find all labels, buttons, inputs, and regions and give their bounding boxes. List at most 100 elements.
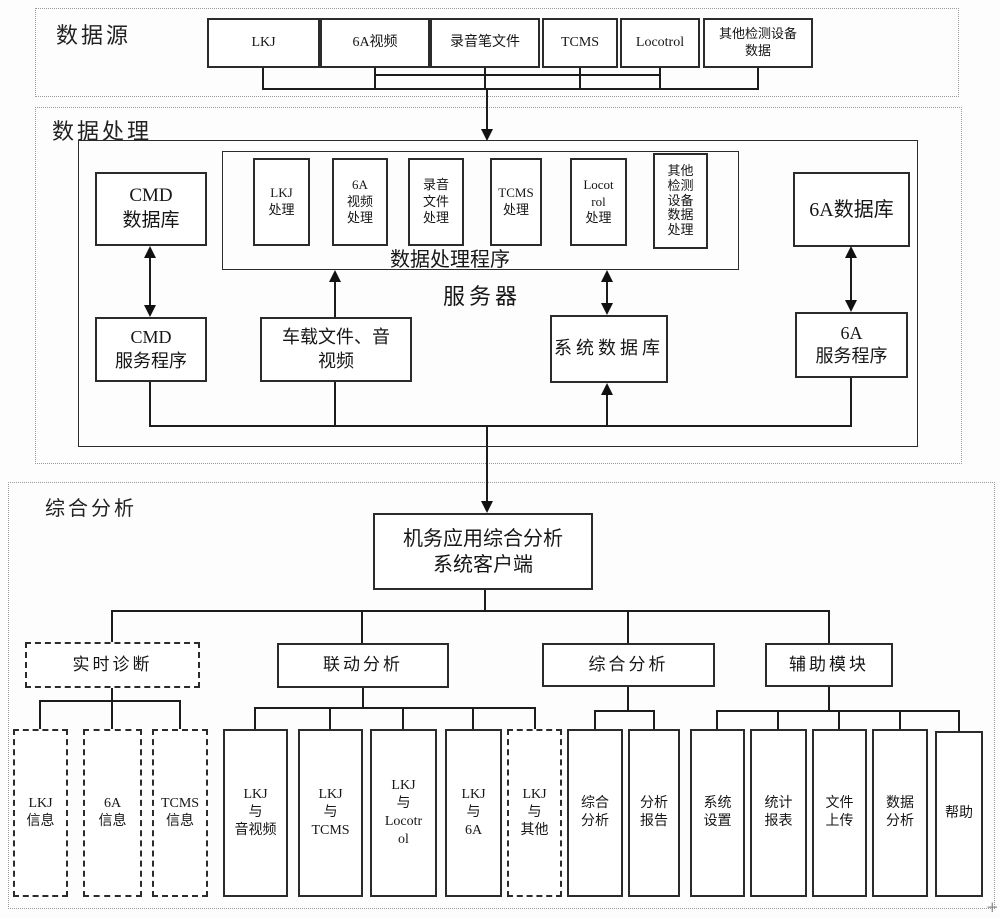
- connector: [594, 710, 596, 730]
- node-cmd-service: CMD 服务程序: [95, 317, 207, 382]
- connector: [149, 256, 151, 308]
- server-label: 服务器: [443, 284, 522, 309]
- connector: [484, 68, 486, 90]
- node-lkj-and-av: LKJ 与 音视频: [223, 729, 288, 897]
- connector: [39, 700, 41, 730]
- connector: [111, 700, 113, 730]
- connector: [179, 700, 181, 730]
- node-realtime-diagnosis: 实时诊断: [25, 642, 200, 688]
- connector: [111, 610, 113, 643]
- node-tcms-info: TCMS 信息: [152, 729, 208, 897]
- node-client: 机务应用综合分析 系统客户端: [373, 513, 593, 590]
- arrowhead-up-icon: [144, 246, 156, 258]
- source-section-label: 数据源: [56, 23, 132, 48]
- connector: [594, 710, 655, 712]
- connector: [850, 256, 852, 302]
- connector: [149, 378, 151, 427]
- node-help: 帮助: [935, 731, 983, 897]
- server-frame: [78, 140, 918, 447]
- arrowhead-down-icon: [144, 305, 156, 317]
- processing-section-frame: [35, 107, 962, 464]
- connector: [850, 374, 852, 427]
- node-source-lkj: LKJ: [207, 18, 320, 68]
- node-tcms-processing: TCMS 处理: [490, 158, 542, 246]
- connector: [334, 378, 336, 427]
- connector: [374, 68, 376, 90]
- connector: [39, 700, 181, 702]
- connector: [606, 393, 608, 427]
- node-locotrol-processing: Locot rol 处理: [570, 158, 627, 246]
- connector: [111, 610, 830, 612]
- arrowhead-down-icon: [845, 300, 857, 312]
- connector: [402, 707, 404, 730]
- connector: [777, 710, 779, 730]
- node-linkage-analysis: 联动分析: [277, 643, 449, 688]
- processing-program-label: 数据处理程序: [390, 249, 510, 271]
- connector: [329, 707, 331, 730]
- processing-program-frame: [222, 151, 739, 270]
- node-data-analysis: 数据 分析: [872, 729, 928, 897]
- node-analysis-report: 分析 报告: [628, 729, 680, 897]
- source-section-frame: [35, 8, 959, 97]
- node-6a-service: 6A 服务程序: [795, 312, 908, 378]
- node-lkj-and-6a: LKJ 与 6A: [445, 729, 502, 897]
- node-lkj-and-locotrol: LKJ 与 Locotr ol: [370, 729, 437, 897]
- connector: [486, 425, 488, 502]
- connector: [262, 88, 759, 90]
- node-recorder-file-processing: 录音 文件 处理: [408, 158, 464, 246]
- node-source-tcms: TCMS: [542, 18, 618, 68]
- scan-corner-mark: +: [986, 898, 999, 916]
- node-lkj-and-other: LKJ 与 其他: [507, 729, 562, 897]
- node-6a-database: 6A数据库: [793, 172, 910, 247]
- node-source-locotrol: Locotrol: [620, 18, 700, 68]
- connector: [254, 707, 536, 709]
- arrowhead-down-icon: [601, 303, 613, 315]
- analysis-section-frame: [8, 482, 995, 909]
- connector: [828, 683, 830, 712]
- node-file-upload: 文件 上传: [812, 729, 867, 897]
- arrowhead-down-icon: [481, 129, 493, 141]
- connector: [374, 74, 661, 76]
- node-source-other-devices: 其他检测设备 数据: [703, 18, 813, 68]
- connector: [606, 280, 608, 306]
- node-6a-video-processing: 6A 视频 处理: [332, 158, 388, 246]
- node-lkj-info: LKJ 信息: [13, 729, 68, 897]
- connector: [579, 68, 581, 90]
- connector: [472, 707, 474, 730]
- node-source-6a-video: 6A视频: [320, 18, 430, 68]
- connector: [627, 610, 629, 644]
- arrowhead-up-icon: [845, 246, 857, 258]
- arrowhead-down-icon: [481, 501, 493, 513]
- node-system-settings: 系统 设置: [690, 729, 745, 897]
- connector: [627, 683, 629, 712]
- analysis-section-label: 综合分析: [45, 498, 137, 520]
- node-lkj-processing: LKJ 处理: [253, 158, 310, 246]
- connector: [486, 88, 488, 131]
- node-6a-info: 6A 信息: [83, 729, 142, 897]
- node-lkj-and-tcms: LKJ 与 TCMS: [298, 729, 363, 897]
- node-source-recorder-file: 录音笔文件: [430, 18, 540, 68]
- connector: [361, 610, 363, 644]
- node-cmd-database: CMD 数据库: [95, 172, 207, 246]
- node-other-devices-processing: 其他 检测 设备 数据 处理: [653, 153, 708, 249]
- connector: [149, 425, 852, 427]
- processing-section-label: 数据处理: [52, 119, 153, 144]
- connector: [838, 710, 840, 730]
- connector: [716, 710, 718, 730]
- arrowhead-up-icon: [601, 270, 613, 282]
- connector: [362, 684, 364, 709]
- connector: [254, 707, 256, 730]
- node-comp-analysis-leaf: 综合 分析: [567, 729, 623, 897]
- connector: [334, 280, 336, 317]
- connector: [484, 590, 486, 612]
- connector: [653, 710, 655, 730]
- arrowhead-up-icon: [329, 270, 341, 282]
- node-statistics-report: 统计 报表: [750, 729, 807, 897]
- connector: [958, 710, 960, 731]
- node-auxiliary-module: 辅助模块: [765, 643, 893, 687]
- connector: [828, 610, 830, 644]
- connector: [111, 686, 113, 701]
- arrowhead-up-icon: [601, 383, 613, 395]
- connector: [659, 68, 661, 90]
